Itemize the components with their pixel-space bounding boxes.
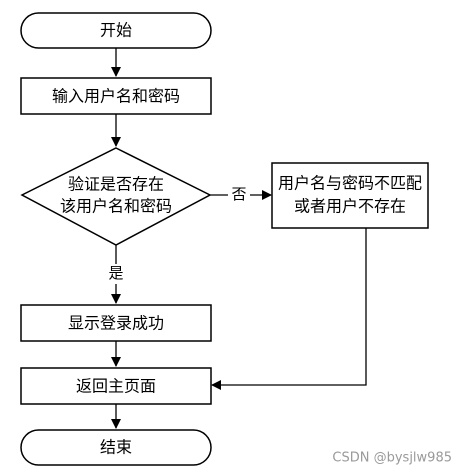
no-label-background — [228, 185, 250, 205]
no-edge-label: 否 — [231, 185, 246, 203]
edge-error-to-return — [211, 228, 367, 390]
end-terminal-label: 结束 — [100, 438, 132, 457]
mismatch-error-box — [271, 162, 429, 229]
input-process-box — [20, 77, 212, 115]
mismatch-error-label-line2: 或者用户不存在 — [294, 197, 406, 216]
verify-decision-label-line2: 该用户名和密码 — [60, 197, 172, 216]
yes-label-background — [105, 264, 127, 284]
end-terminal — [20, 429, 212, 466]
csdn-watermark: CSDN @bysjlw985 — [332, 451, 452, 466]
return-home-label: 返回主页面 — [76, 377, 156, 396]
input-process-label: 输入用户名和密码 — [52, 87, 180, 106]
login-success-label: 显示登录成功 — [68, 314, 164, 333]
login-success-box — [20, 304, 212, 342]
return-home-box — [20, 367, 212, 405]
start-terminal — [20, 12, 212, 49]
verify-decision-label-line1: 验证是否存在 — [68, 175, 164, 194]
start-terminal-label: 开始 — [100, 21, 132, 40]
yes-edge-label: 是 — [108, 264, 123, 282]
mismatch-error-label-line1: 用户名与密码不匹配 — [278, 174, 422, 193]
verify-decision-diamond — [20, 147, 212, 246]
